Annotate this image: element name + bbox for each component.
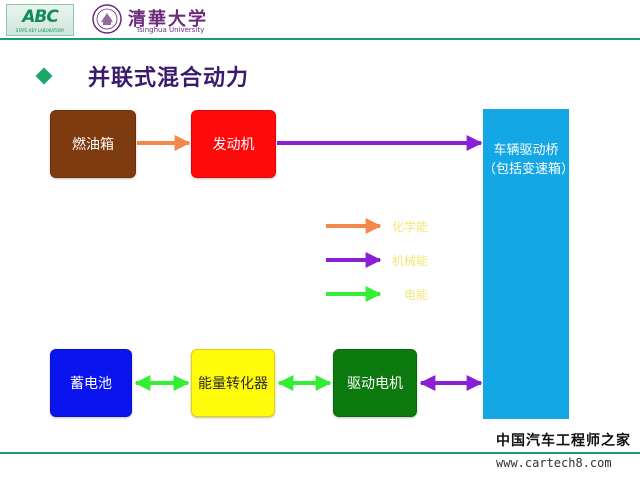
node-power-converter: 能量转化器 xyxy=(191,349,275,417)
lab-logo-text: ABC xyxy=(22,7,59,27)
watermark-url: www.cartech8.com xyxy=(496,456,612,470)
node-engine: 发动机 xyxy=(191,110,276,178)
legend-label-electrical: 电能 xyxy=(404,288,429,302)
node-battery: 蓄电池 xyxy=(50,349,132,417)
lab-logo: ABC STATE KEY LABORATORY xyxy=(6,4,74,36)
vehicle-axle-label: 车辆驱动桥（包括变速箱） xyxy=(483,143,575,177)
watermark-name: 中国汽车工程师之家 xyxy=(496,433,631,449)
university-seal-icon xyxy=(92,4,122,34)
slide-title: 并联式混合动力 xyxy=(88,66,250,91)
lab-logo-subtext: STATE KEY LABORATORY xyxy=(15,28,65,33)
university-name-en: Tsinghua University xyxy=(136,26,205,34)
header-bar: ABC STATE KEY LABORATORY 清華大学 Tsinghua U… xyxy=(0,0,640,40)
node-vehicle-axle: 车辆驱动桥（包括变速箱） xyxy=(483,109,575,419)
footer-divider xyxy=(0,452,640,454)
header-divider xyxy=(0,38,640,40)
node-drive-motor: 驱动电机 xyxy=(333,349,417,417)
university-name-cn: 清華大学 xyxy=(128,9,208,30)
legend-label-mechanical: 机械能 xyxy=(392,254,429,268)
node-fuel-tank: 燃油箱 xyxy=(50,110,136,178)
legend-label-chemical: 化学能 xyxy=(392,220,429,234)
